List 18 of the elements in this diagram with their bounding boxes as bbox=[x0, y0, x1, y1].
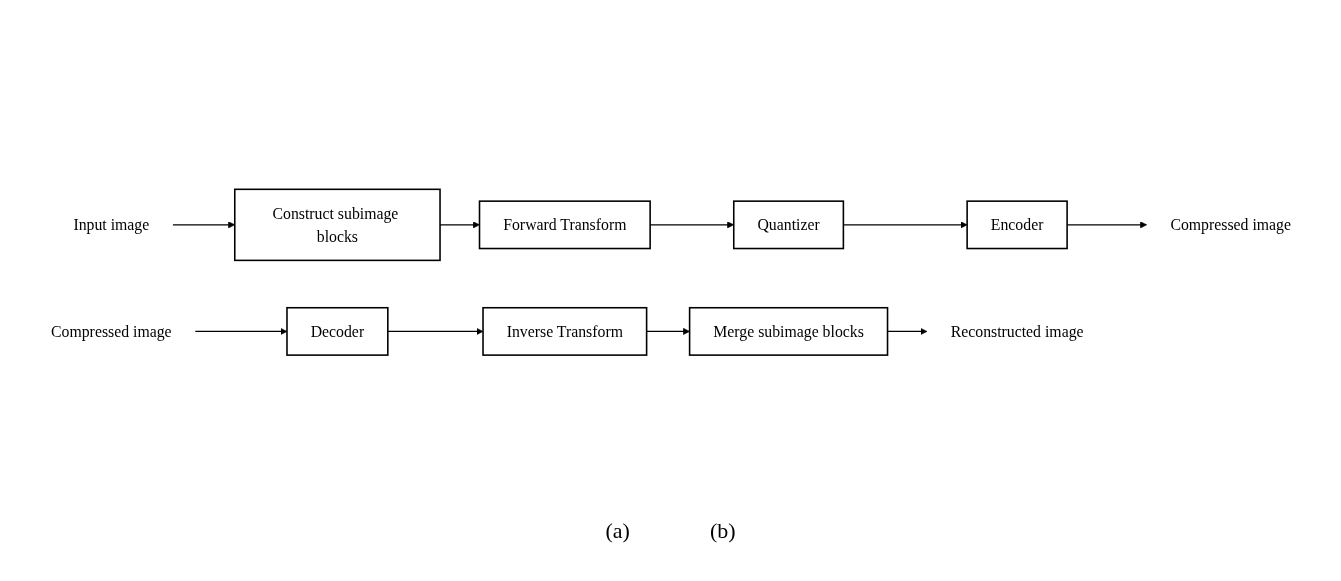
node-box: Merge subimage blocks bbox=[688, 307, 888, 357]
arrow bbox=[842, 221, 967, 229]
node-box: Inverse Transform bbox=[481, 307, 647, 357]
arrow bbox=[649, 221, 734, 229]
node-text: Input image bbox=[72, 216, 149, 234]
arrow bbox=[1066, 221, 1147, 229]
arrow bbox=[171, 221, 235, 229]
figure-part-label: (a) bbox=[605, 517, 630, 544]
node-text: Compressed image bbox=[50, 323, 172, 341]
node-box: Quantizer bbox=[732, 200, 844, 250]
node-box: Encoder bbox=[965, 200, 1068, 250]
arrow bbox=[194, 328, 287, 336]
node-box: Decoder bbox=[285, 307, 389, 357]
figure-part-label: (b) bbox=[709, 517, 736, 544]
node-box: Construct subimage blocks bbox=[233, 188, 441, 262]
node-box: Forward Transform bbox=[478, 200, 651, 250]
node-text: Compressed image bbox=[1169, 216, 1291, 234]
node-text: Reconstructed image bbox=[950, 323, 1084, 341]
